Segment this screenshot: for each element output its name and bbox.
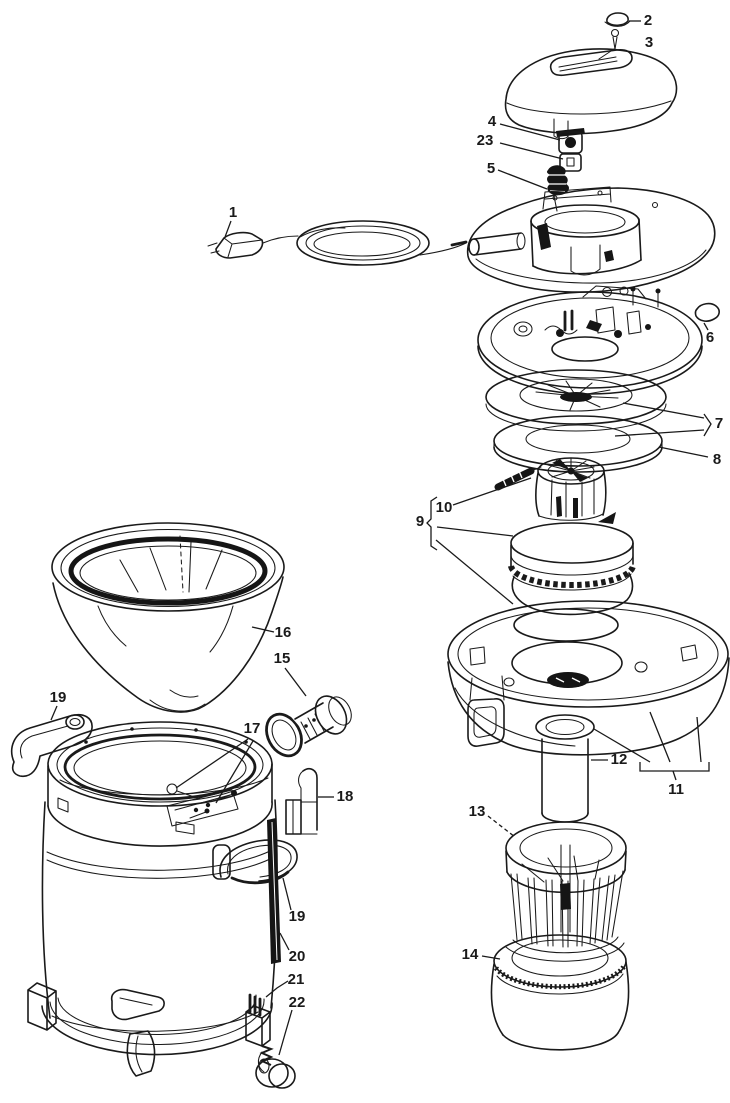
callout-leader	[487, 815, 516, 838]
callout-leader	[639, 762, 710, 772]
float-cage-13	[505, 821, 627, 962]
power-cord	[207, 220, 467, 266]
callout-leader	[50, 705, 58, 721]
callout-leader	[435, 539, 514, 605]
hose-coupling-15	[265, 695, 352, 758]
motor-head-housing	[450, 186, 716, 293]
motor-support-ring	[477, 285, 703, 395]
part-number-label: 19	[289, 908, 306, 925]
part-number-label: 11	[668, 781, 684, 798]
part-number-label: 17	[244, 720, 261, 737]
part-10-pin	[494, 466, 542, 491]
callout-leader	[215, 740, 254, 804]
part-number-label: 10	[436, 499, 453, 516]
tank-rim	[47, 721, 273, 847]
callout-leader	[622, 402, 705, 419]
trim-strip-20	[267, 818, 281, 964]
callout-leader	[436, 526, 514, 537]
gasket-ring-7	[485, 369, 667, 432]
callout-leader	[672, 770, 677, 781]
callout-leader	[282, 877, 292, 911]
discharge-tube-12	[541, 738, 589, 823]
callout-leader	[703, 413, 712, 437]
part-number-label: 4	[488, 113, 497, 130]
part-number-label: 12	[611, 751, 628, 768]
callout-leader	[278, 1009, 293, 1056]
tank-top-handle-19	[10, 713, 93, 778]
switch-plate-23	[559, 153, 582, 172]
lid-cover	[504, 48, 678, 140]
screw	[598, 28, 620, 60]
tank-body	[41, 799, 278, 1032]
callout-leader	[224, 220, 232, 238]
foam-filter-14	[490, 934, 630, 1051]
tank-assembly	[10, 713, 318, 1089]
mounting-plate-11	[447, 600, 730, 756]
cord-hook-bracket-18	[285, 768, 318, 835]
part-number-label: 19	[50, 689, 67, 706]
part-number-label: 18	[337, 788, 354, 805]
callout-leader	[593, 728, 651, 763]
callout-leader	[251, 626, 275, 633]
callout-leader	[696, 716, 702, 763]
part-number-label: 2	[644, 12, 652, 29]
part-number-label: 5	[487, 160, 495, 177]
tank-dolly	[27, 982, 273, 1077]
callout-leader	[658, 446, 709, 458]
callout-leader	[284, 667, 307, 697]
cord-grommet	[546, 165, 569, 212]
part-number-label: 22	[289, 994, 306, 1011]
power-switch	[558, 131, 583, 154]
callout-leader	[426, 496, 438, 551]
part-number-label: 20	[289, 948, 306, 965]
part-number-label: 15	[274, 650, 291, 667]
callout-leader	[703, 322, 709, 331]
callout-leader	[497, 169, 548, 190]
callout-leader	[499, 123, 561, 141]
part-number-label: 21	[288, 971, 305, 988]
callout-leader	[279, 932, 290, 951]
part-number-label: 7	[715, 415, 723, 432]
callout-leader	[499, 142, 564, 160]
part-number-label: 13	[469, 803, 486, 820]
motor-assembly	[508, 457, 637, 616]
tank-side-handle-19	[212, 839, 298, 885]
part-number-label: 9	[416, 513, 424, 530]
callout-leader	[614, 429, 705, 437]
gasket-6	[694, 302, 720, 322]
part-number-label: 6	[706, 329, 714, 346]
callout-leader	[452, 477, 532, 506]
exhaust-cap	[604, 12, 631, 27]
part-number-label: 3	[645, 34, 653, 51]
part-number-label: 14	[462, 946, 479, 963]
callout-leader	[649, 711, 671, 763]
callout-leader	[175, 738, 249, 789]
callout-leader	[481, 955, 501, 960]
filter-bag-16	[51, 522, 285, 713]
caster-22	[255, 1045, 296, 1089]
callout-leader	[265, 980, 289, 998]
part-number-label: 8	[713, 451, 721, 468]
part-number-label: 1	[229, 204, 237, 221]
part-number-label: 23	[477, 132, 494, 149]
part-number-label: 16	[275, 624, 292, 641]
